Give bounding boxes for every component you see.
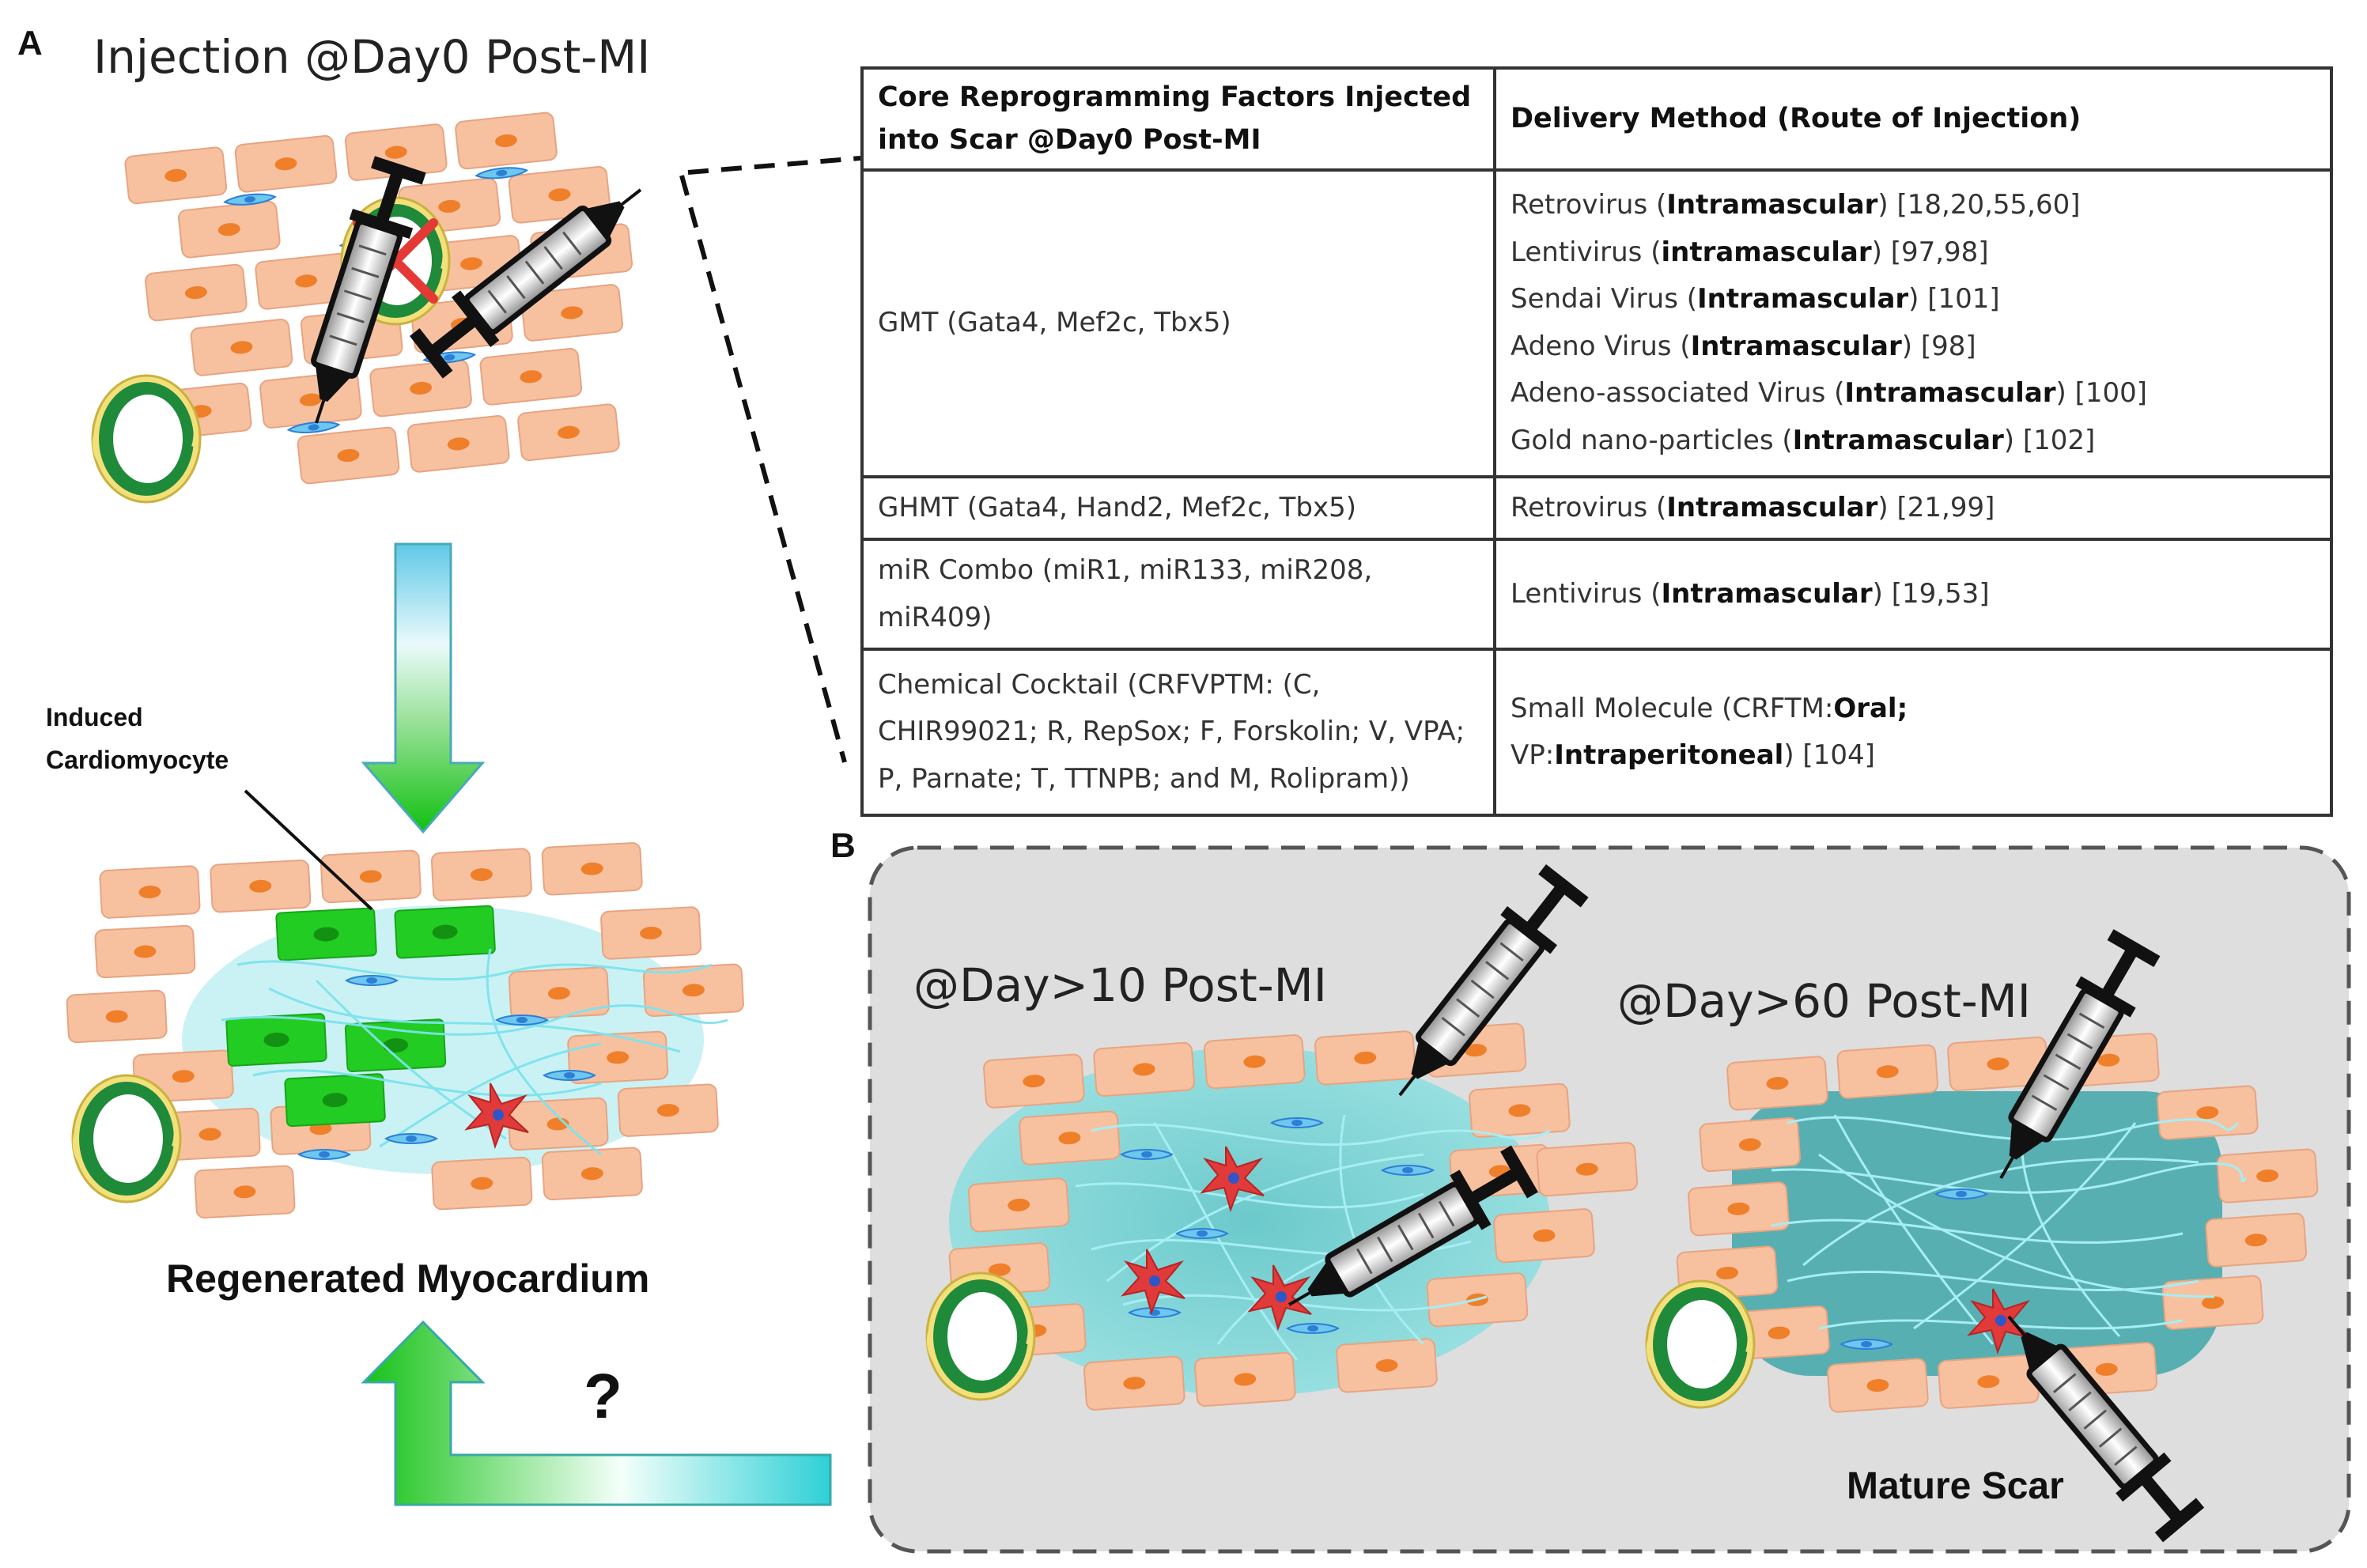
- vessel: [93, 376, 200, 502]
- delivery-route: Intramascular: [1792, 424, 2004, 456]
- delivery-route: Intramascular: [1666, 491, 1878, 523]
- delivery-vector: Retrovirus (: [1511, 189, 1667, 221]
- delivery-line: Lentivirus (Intramascular) [19,53]: [1511, 571, 2316, 618]
- delivery-vector: Lentivirus (: [1511, 577, 1662, 610]
- delivery-vector: Sendai Virus (: [1511, 283, 1697, 315]
- delivery-cell: Lentivirus (Intramascular) [19,53]: [1493, 538, 2333, 651]
- delivery-refs: ) [101]: [1908, 283, 2000, 315]
- factor-cell: Chemical Cocktail (CRFVPTM: (C, CHIR9902…: [860, 648, 1496, 817]
- delivery-refs: ) [102]: [2003, 424, 2096, 456]
- down-arrow: [361, 542, 486, 834]
- table-row: GMT (Gata4, Mef2c, Tbx5)Retrovirus (Intr…: [860, 168, 2333, 478]
- mature-scar-label: Mature Scar: [1847, 1465, 2064, 1507]
- panel-b-day60-tissue: [1647, 927, 2320, 1545]
- delivery-cell: Retrovirus (Intramascular) [21,99]: [1493, 474, 2333, 541]
- delivery-line: Gold nano-particles (Intramascular) [102…: [1511, 418, 2316, 465]
- delivery-route: Intramascular: [1690, 330, 1902, 362]
- delivery-vector: VP:: [1511, 739, 1555, 771]
- factor-cell: GMT (Gata4, Mef2c, Tbx5): [860, 168, 1496, 478]
- zoom-line-bottom: [679, 175, 847, 763]
- induced-cardiomyocyte-label: Induced Cardiomyocyte: [46, 696, 229, 782]
- delivery-vector: Retrovirus (: [1511, 491, 1667, 523]
- delivery-refs: ) [100]: [2055, 377, 2148, 409]
- delivery-cell: Retrovirus (Intramascular) [18,20,55,60]…: [1493, 168, 2333, 478]
- delivery-vector: Adeno-associated Virus (: [1511, 377, 1845, 409]
- delivery-route: Intramascular: [1697, 283, 1909, 315]
- delivery-refs: ) [18,20,55,60]: [1877, 189, 2081, 221]
- delivery-vector: Gold nano-particles (: [1511, 424, 1793, 456]
- table-row: GHMT (Gata4, Hand2, Mef2c, Tbx5) Retrovir…: [860, 474, 2333, 541]
- delivery-line: Lentivirus (intramascular) [97,98]: [1511, 229, 2316, 277]
- delivery-route: intramascular: [1661, 236, 1872, 268]
- question-mark: ?: [584, 1361, 622, 1431]
- panel-a-letter: A: [17, 24, 43, 62]
- header-factors: Core Reprogramming Factors Injected into…: [860, 66, 1496, 172]
- table-header-row: Core Reprogramming Factors Injected into…: [860, 66, 2333, 172]
- regenerated-myocardium-label: Regenerated Myocardium: [166, 1256, 650, 1301]
- delivery-route: Intramascular: [1666, 189, 1878, 221]
- panel-b-day10-title: @Day>10 Post-MI: [913, 958, 1327, 1012]
- delivery-refs: ) [19,53]: [1872, 577, 1990, 610]
- delivery-line: Small Molecule (CRFTM:Oral;: [1511, 686, 2316, 733]
- panel-b-day10-tissue: [927, 861, 1639, 1411]
- delivery-vector: Small Molecule (CRFTM:: [1511, 692, 1834, 724]
- delivery-vector: Adeno Virus (: [1511, 330, 1691, 362]
- delivery-refs: ) [104]: [1783, 739, 1875, 771]
- table-body: GMT (Gata4, Mef2c, Tbx5)Retrovirus (Intr…: [860, 168, 2333, 817]
- induced-label-pointer: [244, 789, 373, 911]
- delivery-route: Intramascular: [1844, 377, 2056, 409]
- induced-label-line2: Cardiomyocyte: [46, 746, 229, 775]
- delivery-line: Adeno-associated Virus (Intramascular) […: [1511, 370, 2316, 418]
- panel-a-title: Injection @Day0 Post-MI: [93, 30, 651, 84]
- delivery-vector: Lentivirus (: [1511, 236, 1662, 268]
- delivery-route: Intraperitoneal: [1554, 739, 1784, 771]
- zoom-line-top: [687, 156, 861, 175]
- delivery-line: Retrovirus (Intramascular) [18,20,55,60]: [1511, 182, 2316, 229]
- delivery-route: Intramascular: [1661, 577, 1873, 610]
- factor-cell: GHMT (Gata4, Hand2, Mef2c, Tbx5): [860, 474, 1496, 541]
- factor-cell: miR Combo (miR1, miR133, miR208, miR409): [860, 538, 1496, 651]
- delivery-line: Adeno Virus (Intramascular) [98]: [1511, 323, 2316, 371]
- reprogramming-factors-table: Core Reprogramming Factors Injected into…: [860, 66, 2333, 817]
- panel-a-day0-tissue: [93, 111, 660, 502]
- delivery-line: Retrovirus (Intramascular) [21,99]: [1511, 485, 2316, 532]
- delivery-refs: ) [21,99]: [1877, 491, 1995, 523]
- delivery-line: Sendai Virus (Intramascular) [101]: [1511, 276, 2316, 323]
- table-row: miR Combo (miR1, miR133, miR208, miR409)…: [860, 538, 2333, 651]
- table-row: Chemical Cocktail (CRFVPTM: (C, CHIR9902…: [860, 648, 2333, 817]
- panel-b-letter: B: [830, 826, 856, 865]
- induced-label-line1: Induced: [46, 703, 143, 731]
- delivery-line: VP:Intraperitoneal) [104]: [1511, 732, 2316, 780]
- return-arrow: [361, 1320, 832, 1506]
- panel-a-regenerated-tissue: [66, 789, 745, 1219]
- delivery-refs: ) [97,98]: [1871, 236, 1989, 268]
- delivery-route: Oral;: [1833, 692, 1908, 724]
- delivery-cell: Small Molecule (CRFTM:Oral;VP:Intraperit…: [1493, 648, 2333, 817]
- delivery-refs: ) [98]: [1901, 330, 1976, 362]
- panel-b-day60-title: @Day>60 Post-MI: [1617, 974, 2031, 1028]
- header-delivery-method: Delivery Method (Route of Injection): [1493, 66, 2333, 172]
